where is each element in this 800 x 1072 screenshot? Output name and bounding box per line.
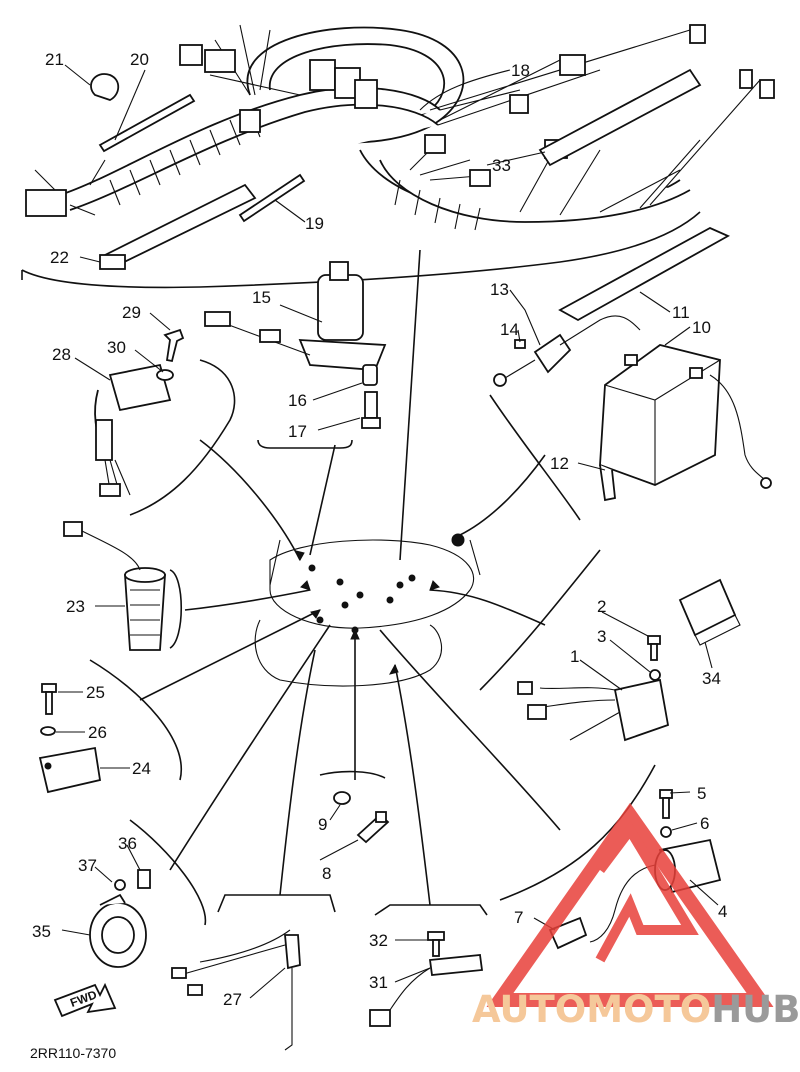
wire-harness-panel xyxy=(21,24,775,289)
washer-30 xyxy=(156,369,174,381)
watermark-text: AUTOMOTOHUB xyxy=(472,988,800,1031)
callout-37: 37 xyxy=(78,856,97,875)
callout-30: 30 xyxy=(107,338,126,357)
callout-12: 12 xyxy=(550,454,569,473)
callout-8: 8 xyxy=(322,864,331,883)
flasher-relay xyxy=(94,363,172,497)
cdi-unit xyxy=(517,678,670,742)
callout-36: 36 xyxy=(118,834,137,853)
callout-6: 6 xyxy=(700,814,709,833)
callout-29: 29 xyxy=(122,303,141,322)
callout-31: 31 xyxy=(369,973,388,992)
callout-10: 10 xyxy=(692,318,711,337)
callout-labels: 1 2 3 4 5 6 7 8 9 10 11 12 13 14 15 16 1… xyxy=(32,50,727,1009)
callout-33: 33 xyxy=(492,156,511,175)
washer-37 xyxy=(114,879,126,891)
reference-code: 2RR110-7370 xyxy=(30,1045,116,1061)
bolt-36 xyxy=(137,869,151,889)
callout-24: 24 xyxy=(132,759,151,778)
bolt-8 xyxy=(356,811,390,844)
washer-3 xyxy=(649,669,661,681)
callout-16: 16 xyxy=(288,391,307,410)
rectifier xyxy=(38,746,102,794)
battery xyxy=(599,344,772,502)
watermark-suffix: HUB xyxy=(711,988,800,1031)
callout-32: 32 xyxy=(369,931,388,950)
washer-26 xyxy=(40,726,56,736)
bolt-17 xyxy=(361,391,381,429)
callout-9: 9 xyxy=(318,815,327,834)
callout-4: 4 xyxy=(718,902,727,921)
leader-lines xyxy=(139,249,561,906)
callout-17: 17 xyxy=(288,422,307,441)
callout-27: 27 xyxy=(223,990,242,1009)
callout-34: 34 xyxy=(702,669,721,688)
callout-21: 21 xyxy=(45,50,64,69)
screw-25 xyxy=(41,683,57,715)
watermark-prefix: AUTOMOTO xyxy=(472,988,711,1031)
washer-9 xyxy=(333,791,351,805)
callout-7: 7 xyxy=(514,908,523,927)
callout-11: 11 xyxy=(672,303,690,322)
starter-relay xyxy=(493,315,641,387)
callout-13: 13 xyxy=(490,280,509,299)
callout-3: 3 xyxy=(597,627,606,646)
fwd-arrow-marker: FWD xyxy=(53,982,117,1018)
bolt-2 xyxy=(647,635,661,661)
callout-25: 25 xyxy=(86,683,105,702)
callout-19: 19 xyxy=(305,214,324,233)
callout-2: 2 xyxy=(597,597,606,616)
ignition-switch xyxy=(204,261,387,371)
screw-32 xyxy=(427,931,445,957)
battery-band xyxy=(558,226,731,322)
callout-18: 18 xyxy=(511,61,530,80)
callout-20: 20 xyxy=(130,50,149,69)
relay-box xyxy=(678,578,741,646)
throttle-grip xyxy=(63,521,166,651)
brake-switch xyxy=(369,954,484,1027)
callout-lines xyxy=(56,64,719,999)
callout-1: 1 xyxy=(570,647,579,666)
callout-5: 5 xyxy=(697,784,706,803)
callout-26: 26 xyxy=(88,723,107,742)
watermark-logo xyxy=(486,802,774,1007)
region-boundaries xyxy=(89,359,656,926)
callout-28: 28 xyxy=(52,345,71,364)
screw-29 xyxy=(163,328,185,363)
neutral-switch xyxy=(171,929,301,1051)
callout-22: 22 xyxy=(50,248,69,267)
collar-16 xyxy=(362,364,378,386)
washer-6 xyxy=(660,826,672,838)
bolt-5 xyxy=(659,789,673,819)
callout-15: 15 xyxy=(252,288,271,307)
leader-arrowheads xyxy=(295,550,440,675)
frame-outline xyxy=(254,533,481,687)
horn xyxy=(89,893,147,968)
callout-14: 14 xyxy=(500,320,519,339)
callout-35: 35 xyxy=(32,922,51,941)
callout-23: 23 xyxy=(66,597,85,616)
